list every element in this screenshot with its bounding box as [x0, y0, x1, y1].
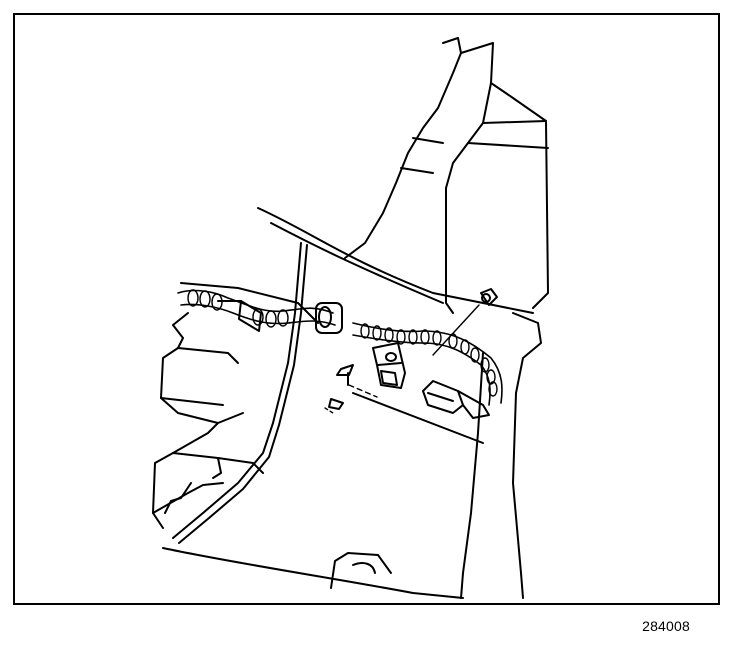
left-bracket — [152, 282, 319, 529]
lower-bracket — [330, 552, 392, 589]
fastener — [324, 288, 498, 414]
figure-id-label: 284008 — [642, 618, 690, 634]
dash-panel — [162, 207, 542, 599]
harness-wrap — [177, 289, 503, 406]
wiring-harness-illustration — [152, 37, 549, 599]
pillar-panel — [344, 37, 549, 314]
illustration-frame — [13, 13, 720, 605]
harness-connector — [422, 380, 490, 419]
sensor-bracket — [372, 342, 406, 389]
harness-clip — [217, 300, 343, 334]
